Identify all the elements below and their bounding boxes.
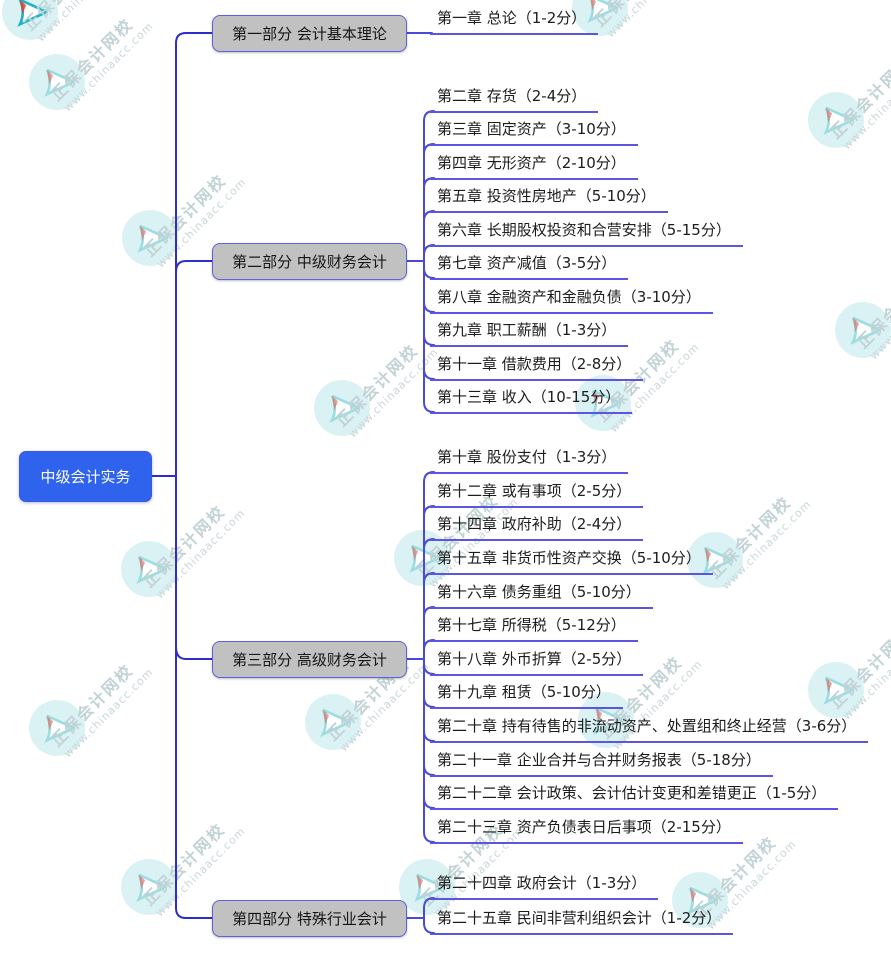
part-node-2[interactable]: 第二部分 中级财务会计 (212, 243, 407, 280)
chapter-node[interactable]: 第九章 职工薪酬（1-3分） (430, 318, 629, 347)
chapter-node[interactable]: 第八章 金融资产和金融负债（3-10分） (430, 285, 713, 314)
chapter-node[interactable]: 第五章 投资性房地产（5-10分） (430, 184, 668, 213)
chapter-node[interactable]: 第七章 资产减值（3-5分） (430, 251, 629, 280)
chapter-node[interactable]: 第十五章 非货币性资产交换（5-10分） (430, 546, 713, 575)
chapter-node[interactable]: 第十七章 所得税（5-12分） (430, 613, 638, 642)
chapter-node[interactable]: 第十六章 债务重组（5-10分） (430, 580, 653, 609)
chapter-node[interactable]: 第二十五章 民间非营利组织会计（1-2分） (430, 906, 734, 935)
chapter-node[interactable]: 第二十一章 企业合并与合并财务报表（5-18分） (430, 748, 773, 777)
chapter-node[interactable]: 第十三章 收入（10-15分） (430, 385, 633, 414)
chapter-node[interactable]: 第二章 存货（2-4分） (430, 84, 599, 113)
chapter-node[interactable]: 第二十二章 会计政策、会计估计变更和差错更正（1-5分） (430, 781, 839, 810)
part-node-3[interactable]: 第三部分 高级财务会计 (212, 641, 407, 678)
chapter-node[interactable]: 第二十三章 资产负债表日后事项（2-15分） (430, 815, 743, 844)
chapter-node[interactable]: 第十一章 借款费用（2-8分） (430, 352, 644, 381)
chapter-node[interactable]: 第二十四章 政府会计（1-3分） (430, 871, 659, 900)
chapter-node[interactable]: 第十四章 政府补助（2-4分） (430, 512, 644, 541)
chapter-node[interactable]: 第十八章 外币折算（2-5分） (430, 647, 644, 676)
chapter-node[interactable]: 第十章 股份支付（1-3分） (430, 445, 629, 474)
chapter-node[interactable]: 第四章 无形资产（2-10分） (430, 151, 638, 180)
chapter-node[interactable]: 第十二章 或有事项（2-5分） (430, 479, 644, 508)
part-node-4[interactable]: 第四部分 特殊行业会计 (212, 900, 407, 937)
chapter-node[interactable]: 第三章 固定资产（3-10分） (430, 117, 638, 146)
chapter-node[interactable]: 第六章 长期股权投资和合营安排（5-15分） (430, 218, 743, 247)
chapter-node[interactable]: 第一章 总论（1-2分） (430, 6, 599, 35)
root-node[interactable]: 中级会计实务 (19, 451, 152, 502)
part-node-1[interactable]: 第一部分 会计基本理论 (212, 15, 407, 52)
chapter-node[interactable]: 第十九章 租赁（5-10分） (430, 680, 623, 709)
chapter-node[interactable]: 第二十章 持有待售的非流动资产、处置组和终止经营（3-6分） (430, 714, 869, 743)
